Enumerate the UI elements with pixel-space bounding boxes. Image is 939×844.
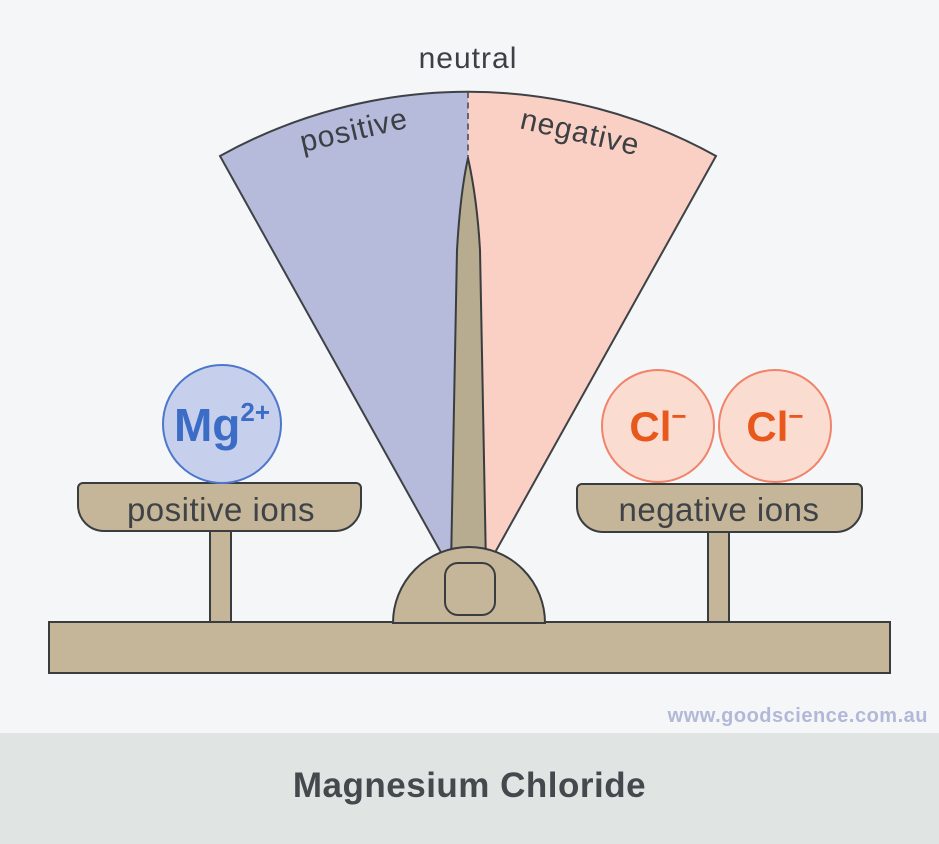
pivot-hub bbox=[444, 562, 496, 616]
chloride-charge-2: − bbox=[788, 401, 803, 431]
diagram-title: Magnesium Chloride bbox=[292, 765, 647, 805]
ions: Mg2+ Cl− Cl− bbox=[162, 364, 832, 484]
chloride-ion-circle-1 bbox=[601, 369, 715, 483]
balance-diagram-svg: neutral positive negative positive ions … bbox=[48, 42, 928, 727]
right-pan-label: negative ions bbox=[619, 491, 820, 528]
chloride-ion-label-1: Cl− bbox=[629, 401, 686, 450]
watermark-url: www.goodscience.com.au bbox=[667, 705, 928, 727]
gauge-outline bbox=[218, 90, 718, 604]
right-pan bbox=[576, 483, 863, 533]
magnesium-symbol: Mg bbox=[174, 399, 240, 451]
gauge-positive-sector bbox=[220, 91, 468, 602]
right-pan-stem bbox=[707, 528, 730, 625]
magnesium-charge: 2+ bbox=[240, 397, 270, 427]
chloride-charge-1: − bbox=[671, 401, 686, 431]
title-band: Magnesium Chloride bbox=[0, 733, 939, 844]
left-pan-stem bbox=[209, 527, 232, 625]
chloride-symbol-2: Cl bbox=[746, 403, 788, 450]
base-beam bbox=[48, 621, 891, 674]
chloride-ion-label-2: Cl− bbox=[746, 401, 803, 450]
magnesium-ion-circle bbox=[162, 364, 282, 484]
gauge-negative-sector bbox=[468, 91, 716, 602]
magnesium-ion-label: Mg2+ bbox=[174, 397, 270, 451]
chloride-ion-circle-2 bbox=[718, 369, 832, 483]
balance-scale: positive ions negative ions bbox=[48, 157, 891, 674]
left-pan bbox=[77, 482, 362, 532]
gauge-neutral-label: neutral bbox=[419, 42, 518, 75]
chloride-symbol-1: Cl bbox=[629, 403, 671, 450]
left-pan-label: positive ions bbox=[127, 491, 315, 528]
